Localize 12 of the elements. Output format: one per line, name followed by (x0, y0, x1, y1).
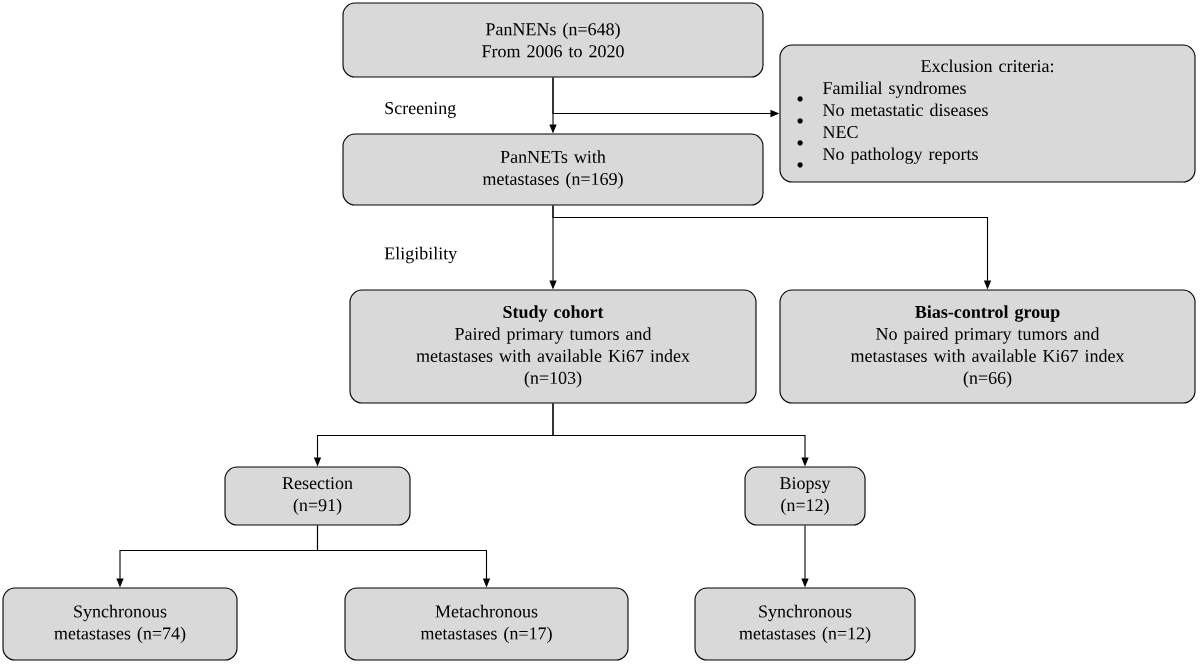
step-label: Screening (385, 102, 456, 118)
process-box: Synchronous metastases (n=12) (694, 587, 916, 661)
step-label: Eligibility (384, 246, 458, 264)
group-box: Study cohort Paired primary tumors and metastases with available Ki67 index (n=103) (349, 289, 757, 404)
process-box: Synchronous metastases (n=74) (2, 587, 238, 661)
process-box: Metachronous metastases (n=17) (344, 587, 629, 661)
criteria-box: Exclusion criteria: Familial syndromes No metastatic diseases NEC No pathology reports (779, 44, 1196, 183)
process-box: Resection (n=91) (224, 466, 411, 526)
process-box: PanNETs with metastases (n=169) (342, 133, 764, 206)
process-box: PanNENs (n=648) From 2006 to 2020 (342, 2, 764, 78)
group-box: Bias-control group No paired primary tumors and metastases with available Ki67 index (n=66) (779, 289, 1196, 404)
process-box: Biopsy (n=12) (744, 466, 866, 526)
